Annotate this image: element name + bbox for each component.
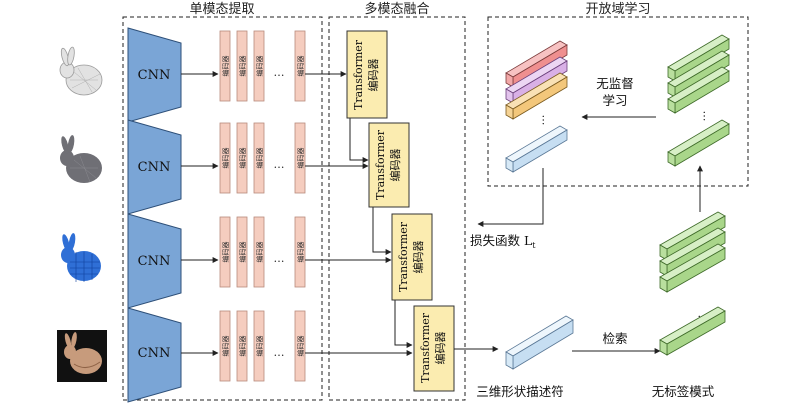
encoder-label: 编码器	[296, 148, 305, 169]
color-stack-ellipsis: …	[534, 115, 547, 126]
transformer-label: Transformer	[374, 129, 387, 200]
encoder-label: 编码器	[296, 242, 305, 263]
unsupervised-label-line2: 学习	[602, 93, 627, 108]
encoder-label: 编码器	[296, 336, 305, 357]
open-domain-section	[487, 16, 749, 187]
green-stack-ellipsis: …	[695, 111, 708, 122]
encoder-label: 编码器	[255, 336, 264, 357]
shape-descriptor-label: 三维形状描述符	[476, 384, 564, 399]
arrow-tf2-to-tf3	[372, 207, 392, 255]
cnn-block-2: CNN	[127, 119, 182, 215]
encoder-ellipsis: …	[274, 66, 285, 79]
transformer-label: Transformer	[419, 312, 432, 383]
encoder-row-4: 编码器 编码器 编码器 编码器 …	[181, 310, 306, 382]
cnn-label: CNN	[138, 254, 171, 269]
cnn-label: CNN	[138, 160, 171, 175]
encoder-label: 编码器	[238, 336, 247, 357]
encoder-row-2: 编码器 编码器 编码器 编码器 …	[181, 122, 306, 194]
labeled-color-stack: …	[505, 40, 568, 173]
encoder-label: 编码器	[221, 336, 230, 357]
open-domain-green-stack: …	[667, 34, 730, 167]
cnn-label: CNN	[138, 346, 171, 361]
unlabeled-green-stack: …	[659, 211, 726, 356]
shape-descriptor-bar	[505, 315, 574, 370]
loss-function-label: 损失函数 Lt	[470, 233, 536, 250]
arrow-tf3-to-tf4	[394, 300, 413, 348]
bunny-gray-wireframe-icon	[55, 44, 105, 102]
transformer-block-4: Transformer 编码器	[413, 305, 455, 392]
encoder-label: 编码器	[238, 242, 247, 263]
encoder-label: 编码器	[221, 242, 230, 263]
encoder-row-3: 编码器 编码器 编码器 编码器 …	[181, 216, 306, 288]
single-modal-section	[122, 16, 323, 401]
arrow-tf1-to-tf2	[349, 118, 369, 163]
arrow-loss-function	[477, 168, 544, 227]
bunny-brown-photo-icon	[57, 330, 107, 382]
encoder-row-1: 编码器 编码器 编码器 编码器 …	[181, 30, 306, 102]
encoder-label: 编码器	[255, 148, 264, 169]
encoder-label: 编码器	[238, 56, 247, 77]
cnn-block-4: CNN	[127, 307, 182, 403]
unsupervised-label-line1: 无监督	[596, 76, 634, 91]
encoder-label: 编码器	[255, 56, 264, 77]
unlabeled-pattern-label: 无标签模式	[652, 384, 715, 399]
fusion-title: 多模态融合	[364, 1, 429, 17]
transformer-block-2: Transformer 编码器	[368, 122, 410, 208]
transformer-label: 编码器	[366, 59, 380, 92]
transformer-label: 编码器	[433, 332, 447, 365]
encoder-label: 编码器	[255, 242, 264, 263]
retrieval-label: 检索	[602, 331, 627, 346]
loss-function-text: 损失函数 L	[470, 233, 532, 248]
transformer-label: Transformer	[397, 221, 410, 292]
bunny-blue-icon	[58, 232, 106, 287]
encoder-ellipsis: …	[274, 346, 285, 359]
cnn-block-1: CNN	[127, 27, 182, 123]
cnn-block-3: CNN	[127, 213, 182, 309]
encoder-ellipsis: …	[274, 158, 285, 171]
transformer-label: 编码器	[388, 149, 402, 182]
transformer-block-3: Transformer 编码器	[391, 213, 433, 301]
single-modal-title: 单模态提取	[189, 1, 254, 17]
loss-function-subscript: t	[532, 241, 536, 250]
bunny-dark-gray-icon	[60, 135, 102, 183]
cnn-label: CNN	[138, 68, 171, 83]
encoder-label: 编码器	[296, 56, 305, 77]
encoder-ellipsis: …	[274, 252, 285, 265]
encoder-label: 编码器	[238, 148, 247, 169]
open-domain-title: 开放域学习	[585, 1, 650, 17]
transformer-block-1: Transformer 编码器	[346, 30, 388, 119]
transformer-label: 编码器	[411, 241, 425, 274]
transformer-label: Transformer	[352, 39, 365, 110]
encoder-label: 编码器	[221, 56, 230, 77]
encoder-label: 编码器	[221, 148, 230, 169]
